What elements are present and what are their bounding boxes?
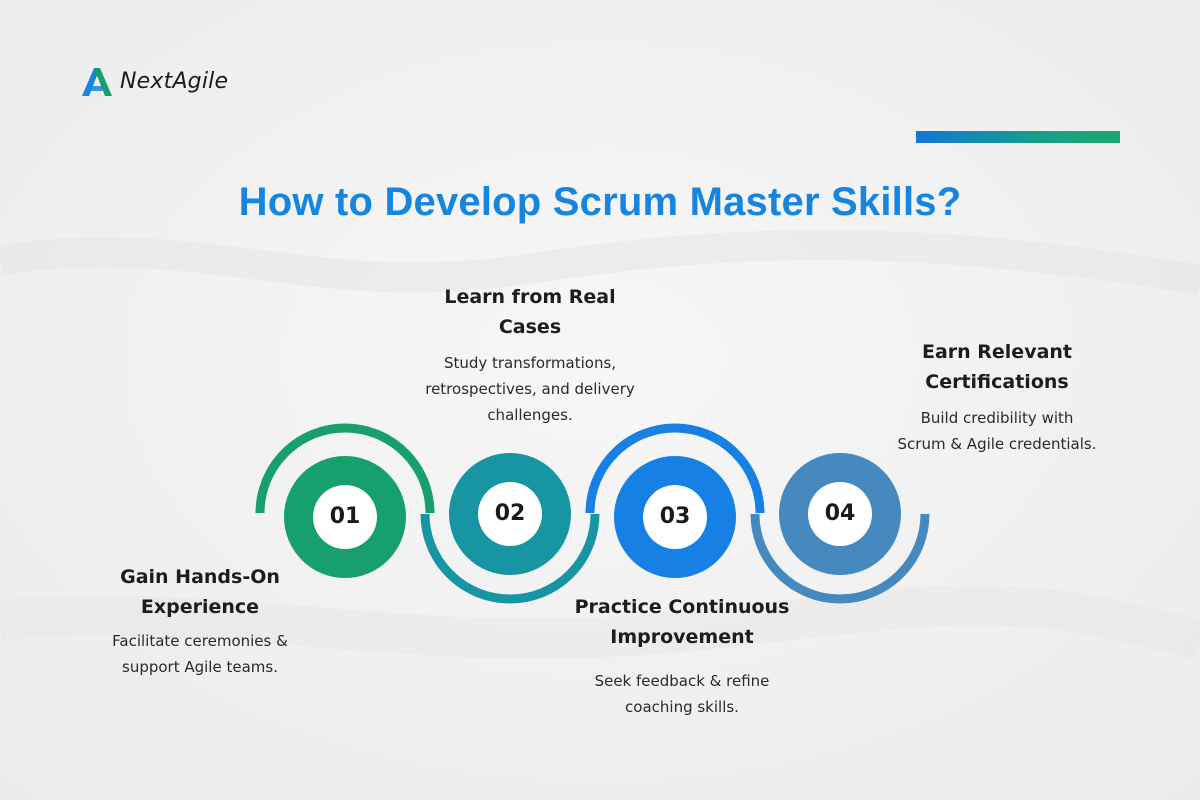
step-1-number: 01: [329, 504, 361, 529]
step-1-inner: [313, 485, 377, 549]
step-3-text: Practice Continuous Improvement Seek fee…: [542, 592, 822, 720]
step-4-text: Earn Relevant Certifications Build credi…: [872, 337, 1122, 457]
step-1-arc: [255, 423, 435, 514]
step-2-inner: [478, 482, 542, 546]
step-2-description: Study transformations, retrospectives, a…: [425, 354, 635, 424]
step-2-text: Learn from Real Cases Study transformati…: [380, 282, 680, 428]
step-1-description: Facilitate ceremonies & support Agile te…: [112, 632, 288, 676]
step-3-inner: [643, 485, 707, 549]
step-1-title: Gain Hands-On Experience: [120, 566, 280, 618]
brand-logo[interactable]: NextAgile: [80, 64, 228, 98]
step-4-title: Earn Relevant Certifications: [921, 341, 1073, 393]
nextagile-logo-icon: [82, 68, 112, 96]
step-3-arc: [585, 423, 765, 514]
step-2-number: 02: [494, 501, 526, 526]
step-4-inner: [808, 482, 872, 546]
step-2-arc: [420, 513, 600, 604]
step-3-title: Practice Continuous Improvement: [574, 596, 790, 648]
step-4-arc: [750, 513, 930, 604]
step-3-description: Seek feedback & refine coaching skills.: [594, 672, 770, 716]
accent-gradient-bar: [916, 131, 1120, 143]
page-title: How to Develop Scrum Master Skills?: [238, 180, 962, 224]
brand-name: NextAgile: [120, 68, 229, 94]
step-3-number: 03: [659, 504, 691, 529]
step-4-description: Build credibility with Scrum & Agile cre…: [897, 409, 1097, 453]
step-1-text: Gain Hands-On Experience Facilitate cere…: [70, 562, 330, 680]
step-4-number: 04: [824, 501, 856, 526]
step-2-title: Learn from Real Cases: [444, 286, 616, 338]
